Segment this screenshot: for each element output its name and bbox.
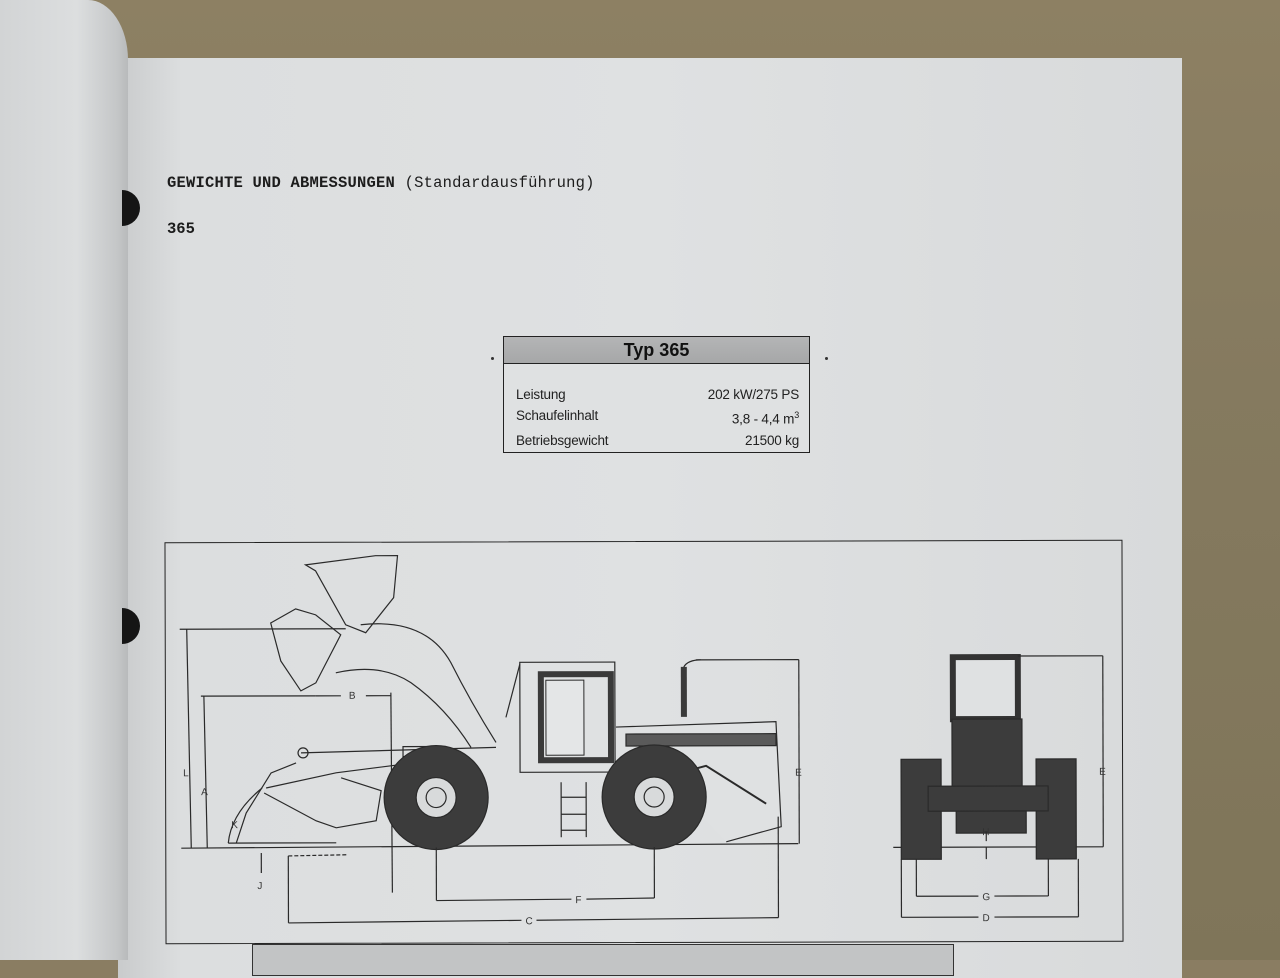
- model-number: 365: [167, 220, 195, 238]
- heading-main: GEWICHTE UND ABMESSUNGEN: [167, 174, 395, 192]
- spec-row-power: Leistung 202 kW/275 PS: [516, 384, 799, 405]
- spec-row-weight: Betriebsgewicht 21500 kg: [516, 430, 799, 451]
- dim-label-a: A: [201, 787, 208, 798]
- dim-label-e-front: E: [1099, 767, 1106, 778]
- spec-box-title: Typ 365: [504, 337, 809, 364]
- loader-dimension-drawing: L A B K J F C E E H G D: [164, 540, 1123, 945]
- print-speck: [491, 357, 494, 360]
- spec-row-bucket: Schaufelinhalt 3,8 - 4,4 m3: [516, 405, 799, 430]
- next-figure-box-edge: [252, 944, 954, 976]
- spec-label: Leistung: [516, 384, 565, 405]
- heading-subtitle: (Standardausführung): [405, 174, 595, 192]
- dim-label-f: F: [575, 895, 581, 906]
- loader-drawing-svg: L A B K J F C E E H G D: [165, 541, 1122, 944]
- left-page-curl: [0, 0, 128, 960]
- dim-label-k: K: [231, 820, 238, 831]
- spec-label: Schaufelinhalt: [516, 405, 598, 430]
- spec-box: Typ 365 Leistung 202 kW/275 PS Schaufeli…: [503, 336, 810, 453]
- dim-label-e-side: E: [795, 768, 802, 779]
- spec-value: 202 kW/275 PS: [708, 384, 799, 405]
- spec-label: Betriebsgewicht: [516, 430, 608, 451]
- dim-label-j: J: [257, 881, 262, 892]
- print-speck: [825, 357, 828, 360]
- dim-label-l: L: [183, 768, 189, 779]
- dim-label-b: B: [349, 691, 356, 702]
- dim-label-g: G: [982, 892, 990, 903]
- page-heading: GEWICHTE UND ABMESSUNGEN (Standardausfüh…: [167, 174, 595, 192]
- spec-value: 3,8 - 4,4 m3: [732, 405, 799, 430]
- dim-label-d: D: [982, 913, 989, 924]
- dim-label-h: H: [982, 827, 989, 838]
- dim-label-c: C: [525, 916, 532, 927]
- spec-value: 21500 kg: [745, 430, 799, 451]
- spec-rows: Leistung 202 kW/275 PS Schaufelinhalt 3,…: [504, 364, 809, 451]
